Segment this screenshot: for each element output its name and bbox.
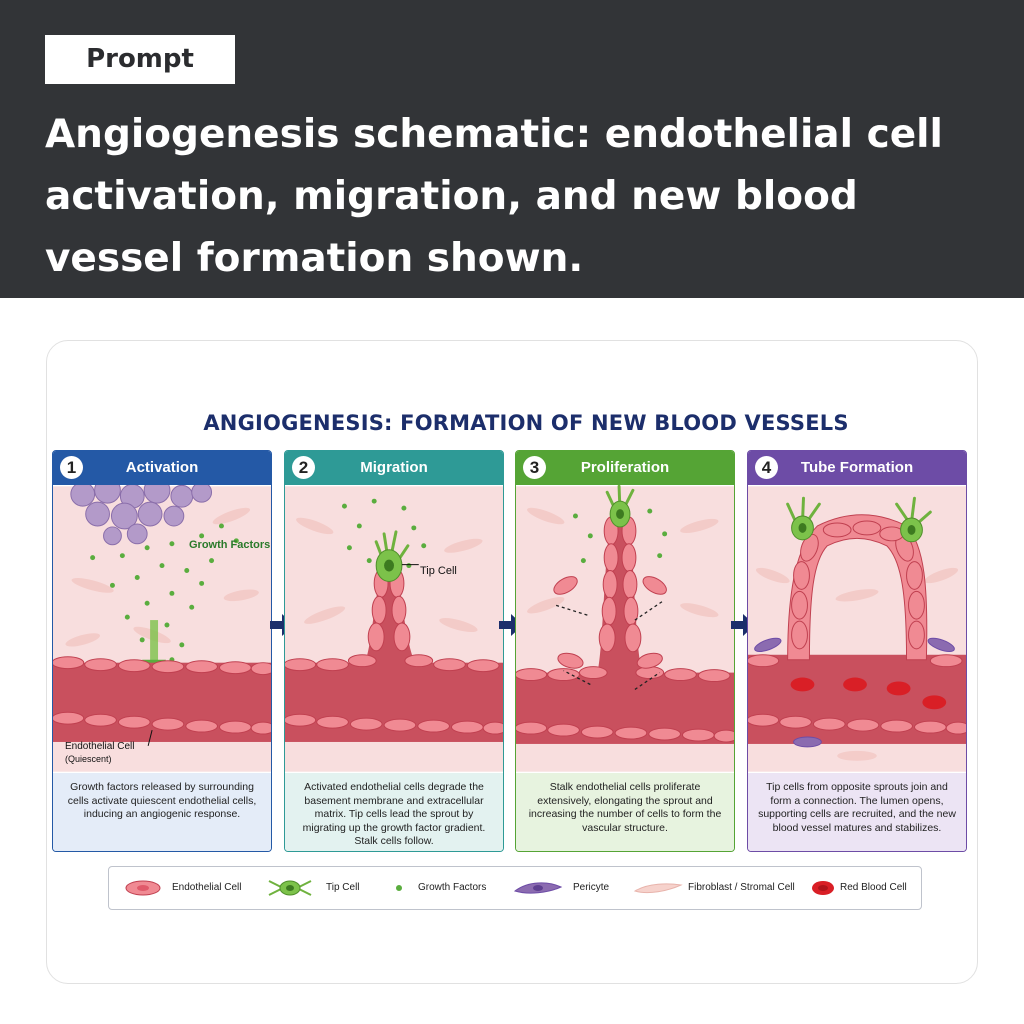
panel-header: Proliferation 3 xyxy=(516,451,734,485)
pericyte-icon xyxy=(513,882,563,894)
prompt-tag: Prompt xyxy=(45,35,235,84)
prompt-text: Angiogenesis schematic: endothelial cell… xyxy=(45,112,943,281)
panel-activation: Activation 1 xyxy=(52,450,272,852)
panel-title: Activation xyxy=(125,459,199,476)
panel-title: Migration xyxy=(360,459,428,476)
growth-factors-label: Growth Factors xyxy=(189,539,271,551)
panel-caption: Activated endothelial cells degrade the … xyxy=(285,773,503,851)
tip-cell-shape xyxy=(374,530,410,582)
quiescent-label: (Quiescent) xyxy=(65,754,112,764)
migration-illustration xyxy=(285,486,503,772)
panel-number: 3 xyxy=(523,456,546,479)
endothelial-cell-icon xyxy=(125,880,161,896)
legend-label: Fibroblast / Stromal Cell xyxy=(688,882,795,893)
red-blood-cell-icon xyxy=(812,881,834,895)
panel-title: Proliferation xyxy=(580,459,670,476)
panel-number: 2 xyxy=(292,456,315,479)
tip-cell-label: Tip Cell xyxy=(420,565,457,577)
panel-tube-formation: Tube Formation 4 xyxy=(747,450,967,852)
panel-title: Tube Formation xyxy=(800,459,914,476)
tube-formation-illustration xyxy=(748,486,966,772)
panel-caption: Tip cells from opposite sprouts join and… xyxy=(748,773,966,851)
activation-illustration xyxy=(53,485,271,772)
figure-title: ANGIOGENESIS: FORMATION OF NEW BLOOD VES… xyxy=(203,411,849,435)
growth-factor-icon xyxy=(396,885,402,891)
panel-proliferation: Proliferation 3 xyxy=(515,450,735,852)
prompt-header: Prompt Angiogenesis schematic: endotheli… xyxy=(0,0,1024,298)
panel-header: Tube Formation 4 xyxy=(748,451,966,485)
legend-label: Tip Cell xyxy=(326,882,360,893)
proliferation-illustration xyxy=(516,485,734,772)
panel-migration: Migration 2 xyxy=(284,450,504,852)
panel-number: 4 xyxy=(755,456,778,479)
panel-caption: Stalk endothelial cells proliferate exte… xyxy=(516,773,734,851)
panel-caption: Growth factors released by surrounding c… xyxy=(53,773,271,851)
panel-header: Activation 1 xyxy=(53,451,271,485)
endothelial-cell-label: Endothelial Cell xyxy=(65,741,135,752)
legend: Endothelial Cell Tip Cell Growth Factors… xyxy=(108,866,922,910)
legend-label: Endothelial Cell xyxy=(172,882,242,893)
fibroblast-icon xyxy=(633,883,683,894)
legend-label: Red Blood Cell xyxy=(840,882,907,893)
panel-number: 1 xyxy=(60,456,83,479)
panel-header: Migration 2 xyxy=(285,451,503,485)
legend-label: Pericyte xyxy=(573,882,610,893)
tip-cell-icon xyxy=(268,880,312,896)
legend-label: Growth Factors xyxy=(418,882,487,893)
